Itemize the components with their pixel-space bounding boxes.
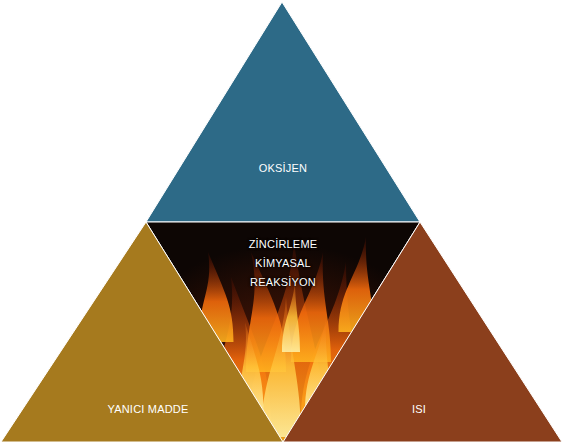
triangle-segment: ISI bbox=[283, 222, 562, 442]
triangle-fill bbox=[1, 222, 283, 442]
segment-label: YANICI MADDE bbox=[107, 400, 188, 419]
triangle-segment: OKSİJEN bbox=[146, 2, 420, 222]
segment-label: ISI bbox=[412, 400, 426, 419]
triangle-fill bbox=[146, 2, 420, 222]
segment-label: OKSİJEN bbox=[259, 159, 307, 178]
triangle-shape bbox=[146, 2, 420, 222]
segment-label: ZİNCİRLEME KİMYASAL REAKSİYON bbox=[249, 235, 318, 292]
triangle-fill bbox=[283, 222, 562, 442]
triangle-segment: YANICI MADDE bbox=[1, 222, 283, 442]
flame-core bbox=[282, 282, 300, 352]
